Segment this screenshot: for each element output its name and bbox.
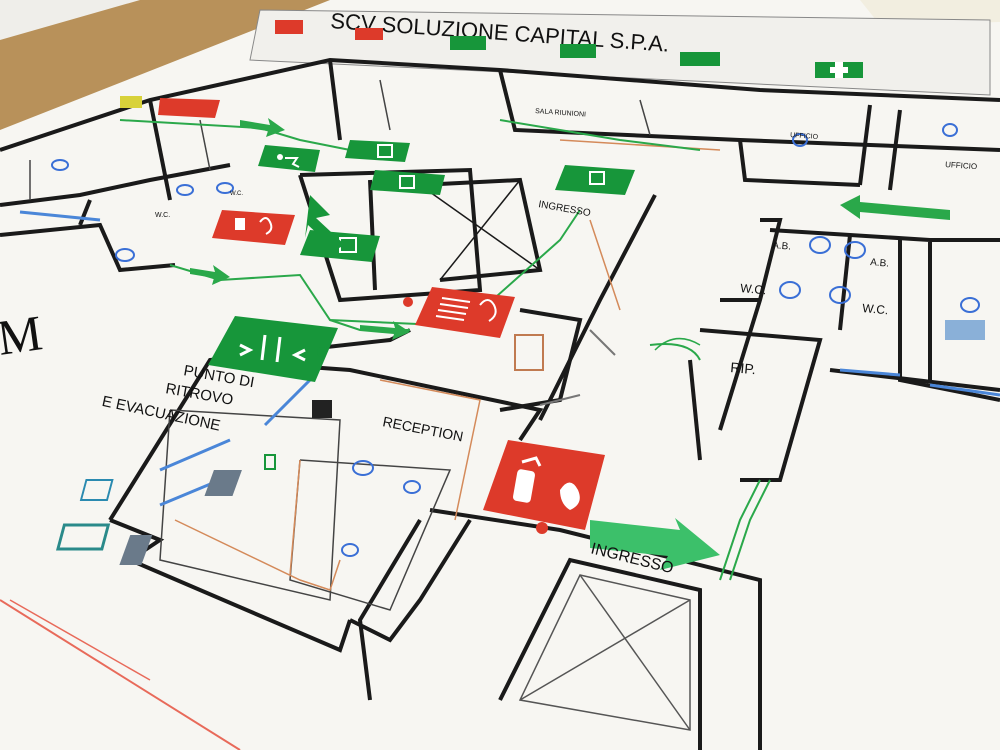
emergency-exit-icon — [258, 145, 320, 172]
emergency-exit-icon — [555, 165, 635, 195]
fire-hose-icon — [415, 287, 515, 338]
route-arrows — [190, 118, 950, 570]
stair-arrow-icon — [305, 195, 345, 250]
legend-green-3 — [680, 52, 720, 66]
inner-walls — [29, 79, 651, 611]
label-ab-1: A.B. — [772, 240, 792, 253]
fire-extinguisher-icon — [483, 440, 605, 530]
exit-signs — [258, 140, 635, 262]
emergency-exit-icon — [370, 170, 445, 195]
label-wc-right-2: W.C. — [862, 301, 889, 317]
window-strips — [19, 210, 1000, 507]
label-wc-right-1: W.C. — [740, 281, 767, 297]
label-sala-riunioni: SALA RIUNIONI — [535, 108, 586, 119]
legend-green-1 — [450, 36, 486, 50]
fire-alarm-icon — [158, 98, 220, 118]
pen — [589, 329, 616, 356]
first-aid-cross — [830, 62, 848, 78]
label-ufficio-1: UFFICIO — [790, 132, 819, 141]
logo-mark: M — [0, 304, 46, 366]
legend-header: SCV SOLUZIONE CAPITAL S.P.A. — [249, 8, 991, 96]
elevator-shaft — [518, 574, 691, 731]
fire-alarm-icon — [212, 210, 295, 245]
sheet-border-line — [0, 599, 241, 750]
emergency-exit-icon — [345, 140, 410, 162]
pen-2 — [539, 394, 581, 406]
door-swings — [654, 337, 701, 351]
desks — [9, 139, 721, 681]
label-rip: RIP. — [730, 359, 757, 377]
ingresso-arrow-icon — [590, 518, 720, 570]
label-ufficio-2: UFFICIO — [945, 160, 978, 171]
assembly-point-icon — [208, 316, 338, 382]
legend-green-2 — [560, 44, 596, 58]
top-paper — [0, 0, 140, 40]
legend-red-2 — [355, 28, 383, 40]
extinguisher-dot — [536, 522, 548, 534]
furniture — [51, 96, 985, 565]
alarm-dot — [403, 297, 413, 307]
label-wc-left: W.C. — [155, 212, 170, 219]
legend-red-1 — [275, 20, 303, 34]
fire-signs — [158, 98, 605, 534]
label-ab-2: A.B. — [870, 257, 890, 270]
label-wc-small: W.C. — [230, 191, 243, 197]
